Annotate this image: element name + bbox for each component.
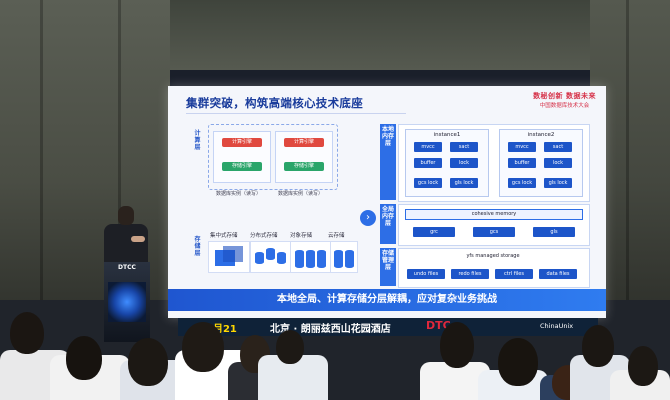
event-date: 8月21	[206, 324, 237, 335]
centralized-storage-box	[208, 241, 250, 273]
storage-engine-chip: 存储引擎	[222, 162, 262, 171]
global-memory-tab: 全局内存层	[380, 204, 396, 244]
disk-icon	[317, 250, 326, 268]
partner-logo: ChinaUnix	[540, 322, 574, 330]
disk-icon	[266, 248, 275, 260]
instance-box: instance2 mvcc sact buffer lock gcs lock…	[499, 129, 583, 197]
stage-banner: 8月21 北京 · 朗丽兹西山花园酒店 DTC ChinaUnix	[178, 318, 598, 336]
gls-lock-block: gls lock	[544, 178, 572, 188]
slide-footer-banner: 本地全局、计算存储分层解耦，应对复杂业务挑战	[168, 289, 606, 311]
cohesive-memory-bar: cohesive memory	[405, 209, 583, 220]
wall-seam	[118, 0, 121, 330]
buffer-block: buffer	[508, 158, 536, 168]
arrow-right-icon: ›	[360, 210, 376, 226]
local-memory-section: instance1 mvcc sact buffer lock gcs lock…	[398, 124, 590, 202]
data-files-block: data files	[539, 269, 577, 279]
disk-icon	[306, 250, 315, 268]
storage-type-label: 集中式存储	[210, 233, 238, 239]
sact-block: sact	[450, 142, 478, 152]
compute-engine-chip: 计算引擎	[222, 138, 262, 147]
storage-type-label: 对象存储	[290, 233, 313, 239]
object-storage-box	[290, 241, 332, 273]
compute-layer-label: 计算层	[194, 130, 201, 151]
audience-head	[582, 325, 614, 367]
instance-caption: 数据库实例（读写）	[216, 191, 262, 197]
compute-layer-box: 计算引擎 存储引擎 计算引擎 存储引擎	[208, 124, 338, 190]
audience-head	[276, 330, 304, 364]
slide-title: 集群突破，构筑高端核心技术底座	[186, 96, 363, 110]
lectern-graphic	[108, 282, 146, 322]
logo-sub-text: 中国数据库技术大会	[539, 103, 590, 109]
gcs-lock-block: gcs lock	[508, 178, 536, 188]
audience-head	[10, 312, 44, 354]
storage-type-label: 分布式存储	[250, 233, 278, 239]
sact-block: sact	[544, 142, 572, 152]
storage-type-label: 云存储	[328, 233, 345, 239]
storage-layer-label: 存储层	[194, 236, 201, 257]
instance-box: instance1 mvcc sact buffer lock gcs lock…	[405, 129, 489, 197]
managed-storage-label: yfs managed storage	[466, 253, 520, 259]
mvcc-block: mvcc	[508, 142, 536, 152]
conference-logo: 数秘创新 数据未来 中国数据库技术大会	[533, 91, 596, 109]
wall-seam	[626, 0, 629, 330]
redo-files-block: redo files	[451, 269, 489, 279]
undo-files-block: undo files	[407, 269, 445, 279]
distributed-storage-box	[250, 241, 292, 273]
disk-icon	[345, 250, 354, 268]
audience-head	[128, 338, 168, 386]
db-instance-right: 计算引擎 存储引擎	[275, 131, 333, 183]
storage-management-tab: 存储管理层	[380, 248, 396, 286]
buffer-block: buffer	[414, 158, 442, 168]
audience-head	[498, 338, 538, 386]
wall-seam	[40, 0, 43, 330]
gcs-lock-block: gcs lock	[414, 178, 442, 188]
grc-block: grc	[413, 227, 455, 237]
global-memory-section: cohesive memory grc gcs gls	[398, 204, 590, 246]
speaker-hand	[131, 236, 145, 242]
instance-name: instance2	[527, 132, 555, 138]
ctrl-files-block: ctrl files	[495, 269, 533, 279]
gls-block: gls	[533, 227, 575, 237]
gcs-block: gcs	[473, 227, 515, 237]
audience-head	[66, 336, 102, 380]
instance-name: instance1	[433, 132, 461, 138]
lock-block: lock	[450, 158, 478, 168]
event-venue: 北京 · 朗丽兹西山花园酒店	[270, 324, 391, 335]
disk-icon	[255, 252, 264, 264]
speaker-head	[118, 206, 134, 225]
architecture-diagram: 本地内存层 instance1 mvcc sact buffer lock gc…	[380, 122, 590, 288]
audience-head	[182, 322, 224, 372]
local-memory-tab: 本地内存层	[380, 124, 396, 200]
gls-lock-block: gls lock	[450, 178, 478, 188]
db-instance-left: 计算引擎 存储引擎	[213, 131, 271, 183]
logo-main-text: 数秘创新 数据未来	[533, 92, 596, 100]
instance-caption: 数据库实例（读写）	[278, 191, 324, 197]
lectern-logo: DTCC	[118, 264, 136, 271]
storage-cube-icon	[223, 246, 243, 262]
audience-head	[628, 346, 658, 386]
disk-icon	[334, 250, 343, 268]
presentation-screen: 集群突破，构筑高端核心技术底座 数秘创新 数据未来 中国数据库技术大会 计算层 …	[168, 86, 606, 318]
audience-head	[440, 322, 474, 368]
storage-engine-chip: 存储引擎	[284, 162, 324, 171]
disk-icon	[295, 250, 304, 268]
lock-block: lock	[544, 158, 572, 168]
disk-icon	[277, 252, 286, 264]
storage-management-section: yfs managed storage undo files redo file…	[398, 248, 590, 288]
title-underline	[186, 113, 406, 114]
mvcc-block: mvcc	[414, 142, 442, 152]
compute-engine-chip: 计算引擎	[284, 138, 324, 147]
cloud-storage-box	[330, 241, 358, 273]
